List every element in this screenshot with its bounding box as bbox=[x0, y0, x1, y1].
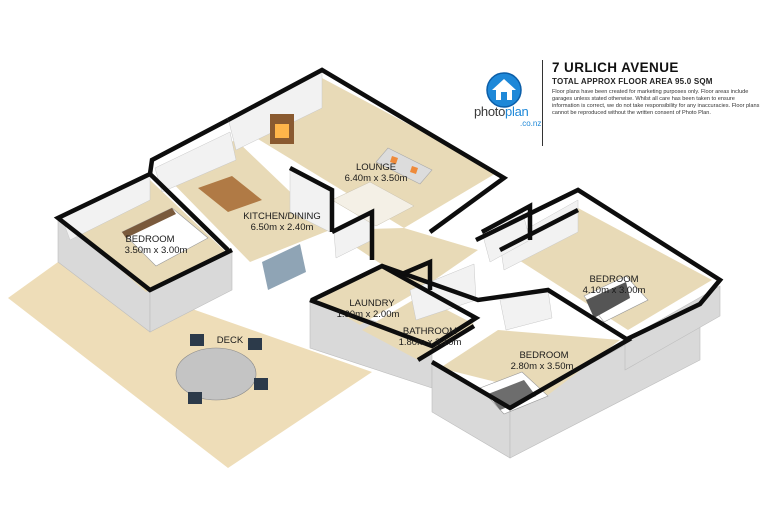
hall-floor bbox=[330, 228, 478, 290]
photoplan-house-icon bbox=[486, 72, 522, 108]
room-size-laundry: 1.30m x 2.00m bbox=[337, 309, 400, 320]
sofa bbox=[375, 147, 433, 185]
logo-word-photo: photo bbox=[474, 104, 506, 119]
room-name-bedroom-3: BEDROOM bbox=[519, 350, 568, 361]
room-size-kitchen-dining: 6.50m x 2.40m bbox=[251, 222, 314, 233]
outdoor-table bbox=[175, 347, 257, 401]
listing-header: photoplan .co.nz 7 URLICH AVENUE TOTAL A… bbox=[474, 58, 764, 148]
wall-tops bbox=[53, 67, 724, 411]
bedroom-3-floor bbox=[440, 330, 620, 395]
room-size-bedroom-1: 3.50m x 3.00m bbox=[125, 245, 188, 256]
room-name-laundry: LAUNDRY bbox=[349, 298, 395, 309]
kitchen-bench bbox=[262, 244, 306, 290]
room-name-kitchen-dining: KITCHEN/DINING bbox=[243, 211, 321, 222]
room-name-deck: DECK bbox=[217, 335, 244, 346]
room-name-bathroom: BATHROOM bbox=[403, 326, 457, 337]
room-labels: LOUNGE 6.40m x 3.50m KITCHEN/DINING 6.50… bbox=[125, 162, 646, 372]
room-name-lounge: LOUNGE bbox=[356, 162, 396, 173]
logo-domain: .co.nz bbox=[520, 119, 542, 128]
logo-word-plan: plan bbox=[505, 104, 529, 119]
room-name-bedroom-2: BEDROOM bbox=[589, 274, 638, 285]
room-size-bedroom-2: 4.10m x 3.00m bbox=[583, 285, 646, 296]
property-title: 7 URLICH AVENUE bbox=[552, 60, 679, 75]
exterior-walls bbox=[57, 217, 721, 459]
header-divider bbox=[542, 60, 543, 146]
logo-wordmark: photoplan bbox=[474, 104, 554, 119]
floor-area: TOTAL APPROX FLOOR AREA 95.0 SQM bbox=[552, 77, 713, 86]
room-name-bedroom-1: BEDROOM bbox=[125, 234, 174, 245]
bathroom-floor bbox=[362, 296, 474, 360]
room-size-bedroom-3: 2.80m x 3.50m bbox=[511, 361, 574, 372]
dining-table bbox=[198, 176, 262, 212]
room-size-bathroom: 1.80m x 3.10m bbox=[399, 337, 462, 348]
disclaimer-text: Floor plans have been created for market… bbox=[552, 89, 760, 116]
room-size-lounge: 6.40m x 3.50m bbox=[345, 173, 408, 184]
furniture bbox=[121, 114, 649, 415]
